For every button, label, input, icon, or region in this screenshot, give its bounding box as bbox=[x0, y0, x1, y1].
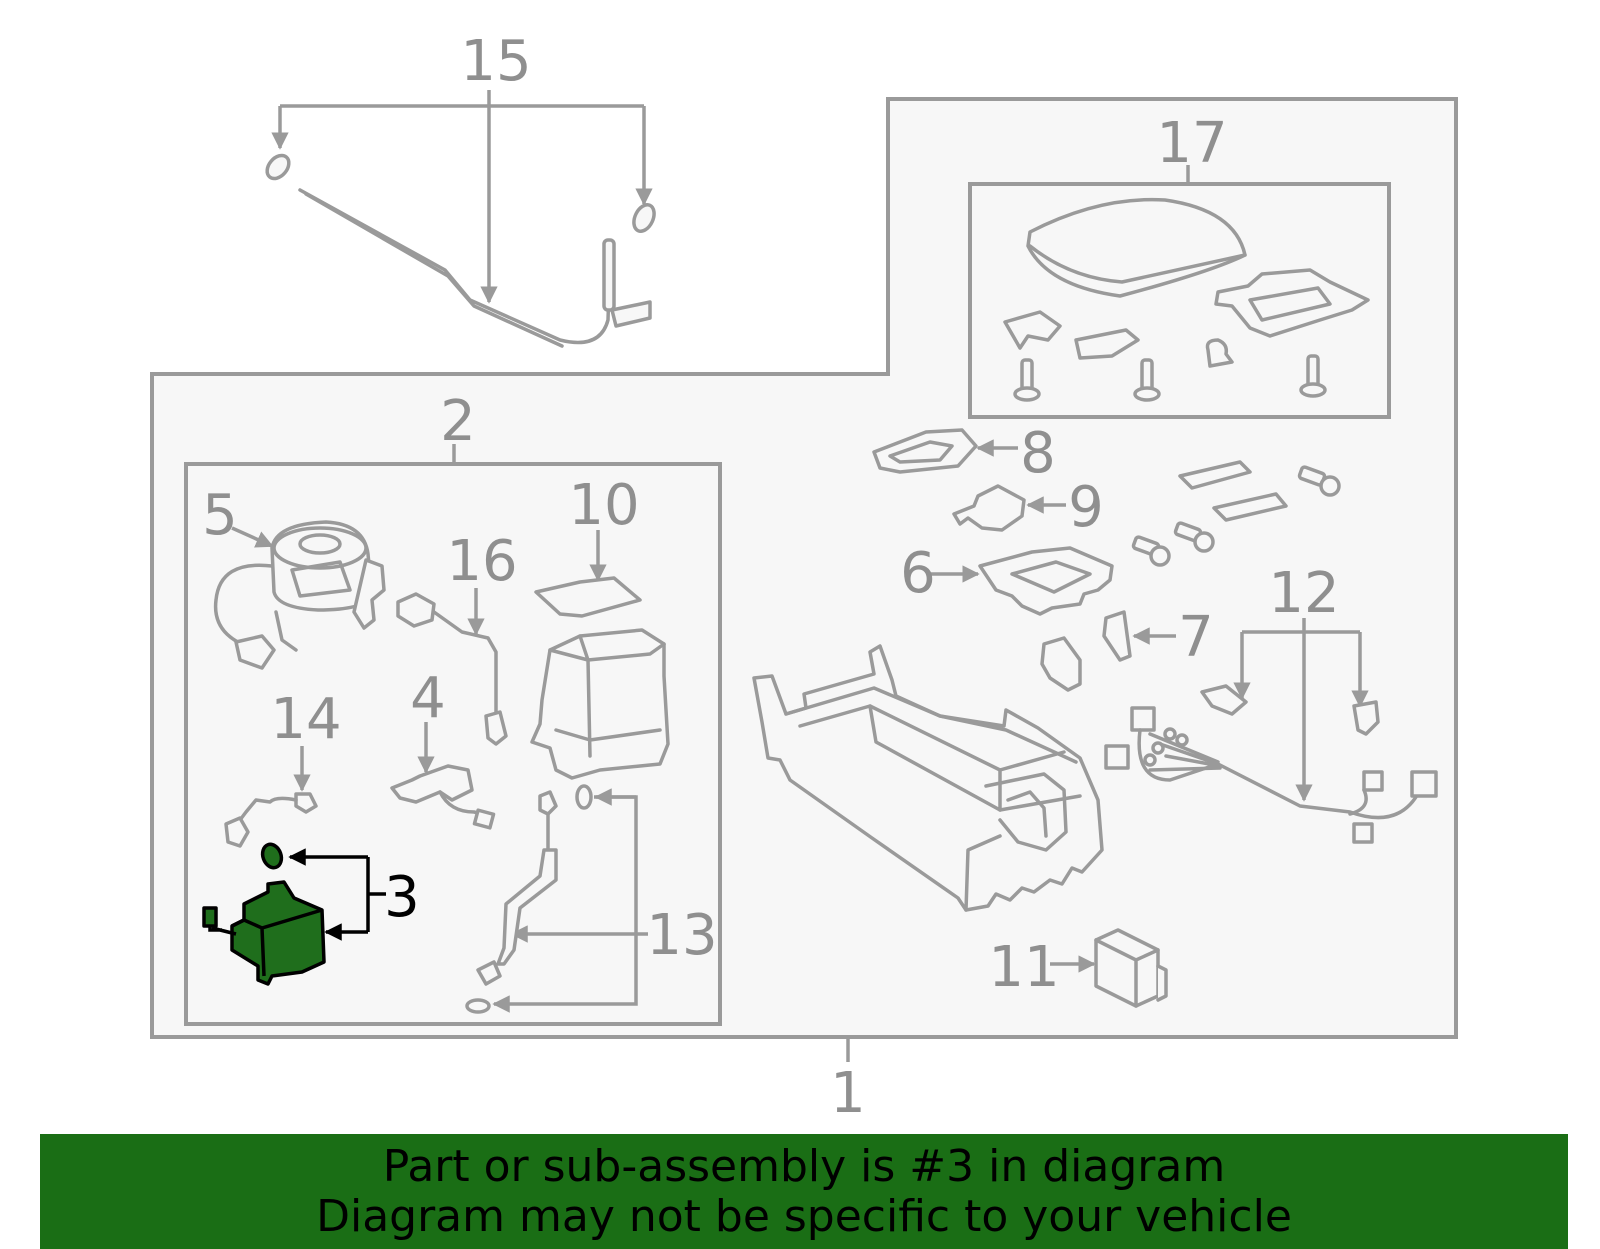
part-12-harness bbox=[1104, 618, 1438, 844]
info-banner: Part or sub-assembly is #3 in diagram Di… bbox=[40, 1134, 1568, 1249]
callout-2: 2 bbox=[440, 389, 476, 454]
part-5-motor bbox=[213, 520, 386, 670]
callout-6: 6 bbox=[900, 541, 936, 606]
callout-17: 17 bbox=[1156, 111, 1227, 176]
banner-line-1: Part or sub-assembly is #3 in diagram bbox=[382, 1140, 1226, 1192]
callout-9: 9 bbox=[1068, 475, 1104, 540]
callout-13: 13 bbox=[646, 903, 717, 968]
part-17-armrest bbox=[1003, 197, 1370, 402]
callout-1: 1 bbox=[830, 1061, 866, 1126]
part-4-switch bbox=[390, 722, 496, 830]
callout-15: 15 bbox=[460, 29, 531, 94]
callout-16: 16 bbox=[446, 529, 517, 594]
part-14-lamp bbox=[224, 746, 318, 848]
callout-labels: 1 2 3 4 5 6 7 8 9 10 11 12 13 14 15 16 1… bbox=[202, 29, 1339, 1126]
callout-7: 7 bbox=[1178, 605, 1214, 670]
callout-4: 4 bbox=[410, 666, 446, 731]
part-16-cable bbox=[396, 588, 508, 746]
part-9-bracket bbox=[952, 484, 1066, 532]
callout-14: 14 bbox=[270, 687, 341, 752]
callout-11: 11 bbox=[988, 935, 1059, 1000]
part-10-mat bbox=[534, 530, 642, 618]
part-3-highlighted bbox=[202, 842, 386, 986]
callout-10: 10 bbox=[568, 473, 639, 538]
part-7-clip bbox=[1040, 610, 1176, 692]
part-8-bezel bbox=[872, 428, 1018, 474]
box-liner bbox=[530, 628, 670, 780]
banner-line-2: Diagram may not be specific to your vehi… bbox=[316, 1190, 1292, 1242]
console-body bbox=[752, 644, 1104, 912]
part-15-cable bbox=[265, 90, 656, 348]
callout-12: 12 bbox=[1268, 561, 1339, 626]
part-6-tray bbox=[930, 546, 1114, 616]
callout-3: 3 bbox=[384, 865, 420, 930]
part-11-module bbox=[1050, 928, 1168, 1008]
console-hardware bbox=[1131, 460, 1341, 567]
callout-8: 8 bbox=[1020, 421, 1056, 486]
callout-5: 5 bbox=[202, 483, 238, 548]
part-13-tube bbox=[465, 784, 648, 1014]
